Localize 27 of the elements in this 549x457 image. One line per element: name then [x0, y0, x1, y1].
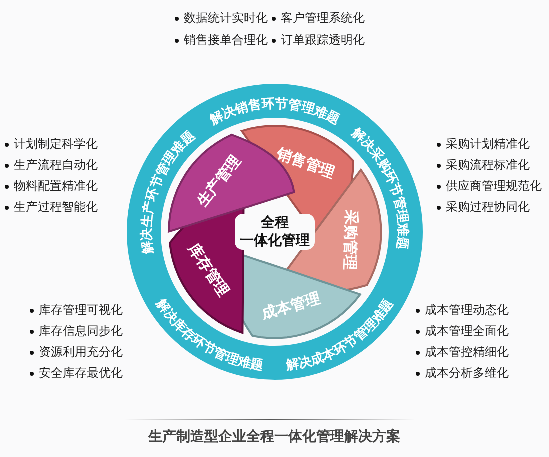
- bullet-item: 客户管理系统化: [272, 10, 365, 26]
- bullet-item: 采购计划精准化: [437, 136, 530, 152]
- caption: 生产制造型企业全程一体化管理解决方案: [147, 428, 402, 446]
- center-title: 全程一体化管理: [235, 214, 315, 250]
- bullet-item: 订单跟踪透明化: [272, 32, 365, 48]
- segment-title: 生产管理: [192, 152, 244, 210]
- bullet-item: 成本分析多维化: [416, 365, 509, 381]
- bullet-item: 采购流程标准化: [437, 157, 530, 173]
- bullet-item: 销售接单合理化: [175, 32, 268, 48]
- bullet-item: 计划制定科学化: [5, 136, 98, 152]
- segment-title: 销售管理: [274, 144, 338, 182]
- bullet-item: 库存管理可视化: [30, 302, 123, 318]
- bullet-item: 库存信息同步化: [30, 323, 123, 339]
- ring-text: 解决销售环节管理难题: [208, 96, 342, 128]
- bullet-item: 成本管理全面化: [416, 323, 509, 339]
- bullet-item: 物料配置精准化: [5, 178, 98, 194]
- bullet-item: 成本管理动态化: [416, 302, 509, 318]
- bullet-item: 采购过程协同化: [437, 199, 530, 215]
- bullet-item: 数据统计实时化: [175, 10, 268, 26]
- bullet-item: 生产流程自动化: [5, 157, 98, 173]
- segment-title: 采购管理: [340, 210, 361, 270]
- bullet-item: 供应商管理规范化: [437, 178, 542, 194]
- bullet-item: 安全库存最优化: [30, 365, 123, 381]
- bullet-item: 资源利用充分化: [30, 344, 123, 360]
- bullet-item: 生产过程智能化: [5, 199, 98, 215]
- bullet-item: 成本管控精细化: [416, 344, 509, 360]
- segment-title: 库存管理: [184, 240, 234, 300]
